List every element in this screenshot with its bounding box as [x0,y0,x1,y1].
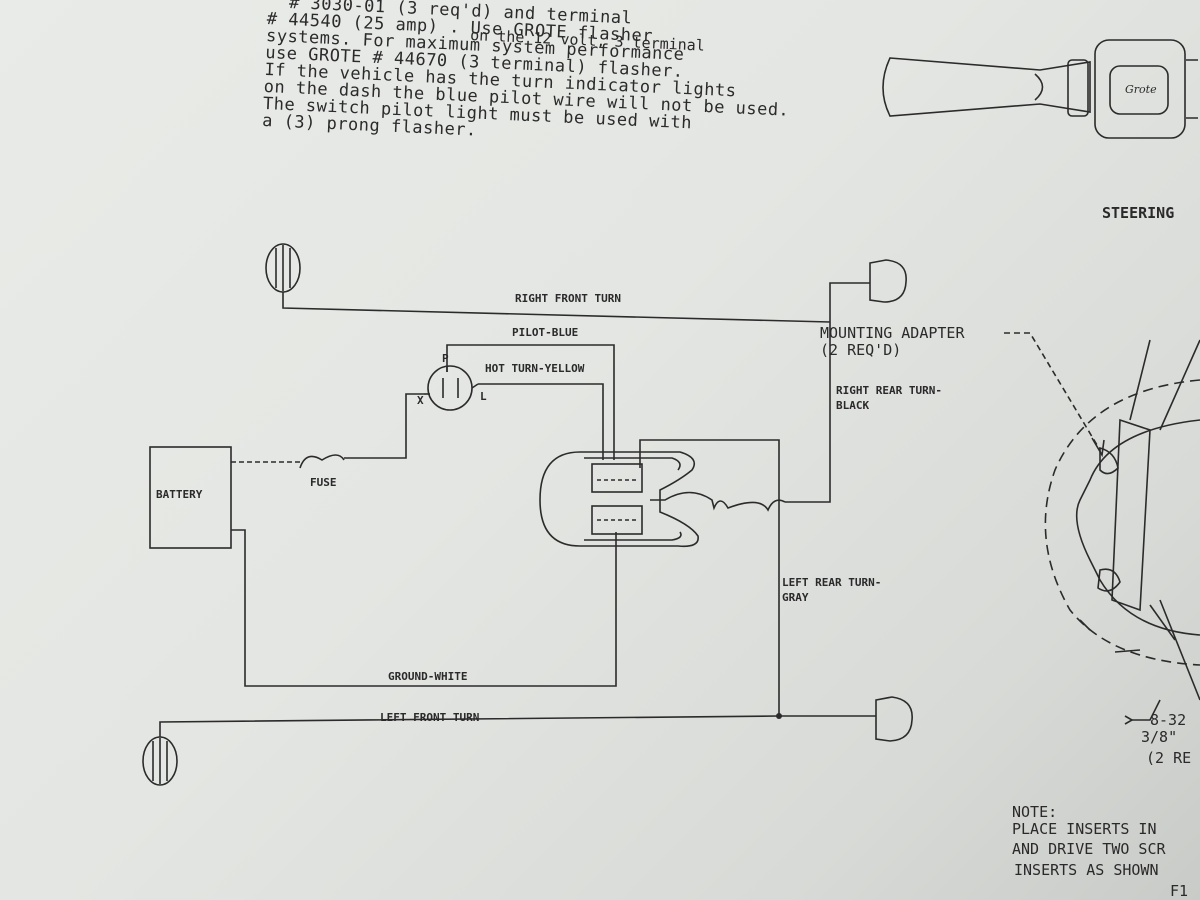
note-line-3: INSERTS AS SHOWN [1014,861,1159,879]
battery-label: BATTERY [156,488,203,501]
right-front-lamp-icon [265,243,301,293]
hot-turn-yellow-label: HOT TURN-YELLOW [485,362,585,375]
bolt-size-label: 8-32 [1150,711,1186,729]
switch-output-wire [650,491,786,512]
note-line-2: AND DRIVE TWO SCR [1012,840,1166,858]
figure-number: F1 [1170,882,1188,900]
switch-connector-icon [539,451,699,548]
flasher-feed-wire [344,393,424,459]
note-line-1: PLACE INSERTS IN [1012,820,1157,838]
right-rear-turn-label: RIGHT REAR TURN- [836,384,942,397]
right-rear-turn-wire [785,282,870,503]
leader-arrow-icon [1091,437,1105,458]
right-front-turn-wire [282,292,831,323]
left-front-turn-wire [159,715,876,737]
steering-label: STEERING [1102,204,1174,222]
ground-white-wire [231,529,617,687]
battery-icon [149,446,232,549]
hot-turn-yellow-wire [478,383,604,460]
left-rear-turn-wire [639,439,780,716]
left-front-lamp-icon [142,736,178,786]
bolt-length-label: 3/8" [1141,728,1177,746]
turn-signal-lever-icon: Grote [882,39,1198,139]
right-rear-lamp-icon [869,259,907,303]
left-front-turn-label: LEFT FRONT TURN [380,711,479,724]
junction-dot [776,713,782,719]
pilot-blue-label: PILOT-BLUE [512,326,578,339]
flasher-x-label: X [417,394,424,407]
fuse-icon [299,454,345,469]
left-rear-lamp-icon [875,696,913,742]
right-front-turn-label: RIGHT FRONT TURN [515,292,621,305]
note-aside: on the 12 volt, 3 terminal [470,26,705,55]
fuse-label: FUSE [310,476,337,489]
grote-logo: Grote [1125,83,1157,96]
left-rear-turn-label: LEFT REAR TURN- [782,576,881,589]
note-title: NOTE: [1012,803,1057,821]
left-rear-turn-color: GRAY [782,591,809,604]
ground-white-label: GROUND-WHITE [388,670,467,683]
steering-column-icon [1044,339,1200,725]
mounting-adapter-qty: (2 REQ'D) [820,341,901,359]
pilot-blue-wire [446,344,615,460]
right-rear-turn-color: BLACK [836,399,869,412]
mounting-adapter-leader [1004,332,1101,451]
flasher-icon [424,365,479,411]
bolt-qty-label: (2 RE [1146,749,1191,767]
mounting-adapter-label: MOUNTING ADAPTER [820,324,965,342]
flasher-l-label: L [480,390,487,403]
flasher-p-label: P [442,352,449,365]
